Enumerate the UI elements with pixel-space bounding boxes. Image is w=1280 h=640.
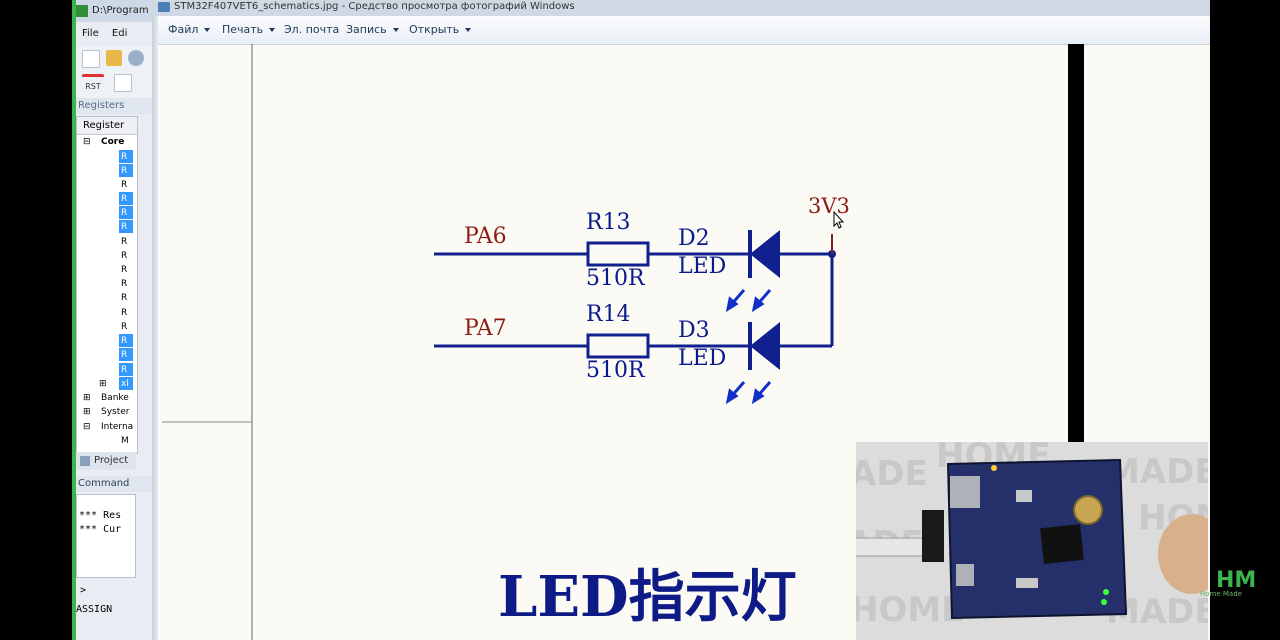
menu-file[interactable]: File: [82, 28, 99, 39]
tree-leaf-r7[interactable]: R: [121, 251, 128, 261]
ide-toolbar: RST: [72, 46, 152, 98]
tree-leaf-r12[interactable]: R: [121, 322, 128, 332]
ide-window: D:\Program File Edi RST Registers Regist…: [72, 0, 152, 640]
tree-leaf-xpsr[interactable]: ⊞ xl: [77, 377, 137, 391]
menu-print[interactable]: Печать: [222, 16, 276, 44]
command-line: *** Cur: [79, 524, 122, 535]
dev-board-photo: [856, 458, 1208, 620]
menu-file[interactable]: Файл: [168, 16, 211, 44]
chevron-down-icon: [269, 28, 276, 32]
image-canvas[interactable]: PA6 PA7 R13 510R R14 510R D2 LED D3 LED …: [158, 44, 1210, 640]
chevron-down-icon: [204, 28, 211, 32]
viewer-title-bar[interactable]: STM32F407VET6_schematics.jpg - Средство …: [152, 0, 1210, 16]
tree-leaf-r3[interactable]: R: [77, 192, 137, 206]
camera-inset: ADE HOME MADE HOM ADE HOME MADE: [856, 442, 1208, 640]
tree-leaf-pc[interactable]: R: [77, 363, 137, 377]
tree-leaf-r2[interactable]: R: [121, 180, 128, 190]
schematic-drawing: [162, 44, 1084, 640]
menu-open[interactable]: Открыть: [409, 16, 472, 44]
photo-viewer-icon: [158, 2, 170, 12]
resistor-r13-value: 510R: [586, 266, 645, 291]
net-label-pa6: PA6: [464, 224, 507, 249]
photo-viewer-window: STM32F407VET6_schematics.jpg - Средство …: [152, 0, 1210, 640]
assign-label: ASSIGN: [76, 604, 113, 615]
led-d2-emission-arrows: [725, 289, 772, 313]
project-tab[interactable]: Project: [76, 452, 136, 470]
project-icon: [80, 456, 90, 466]
schematic-title: LED指示灯: [498, 564, 797, 630]
expand-icon[interactable]: ⊞: [83, 407, 91, 417]
tree-leaf-r5[interactable]: R: [77, 220, 137, 234]
window-border: [72, 0, 76, 640]
chevron-down-icon: [465, 28, 472, 32]
viewer-title-text: STM32F407VET6_schematics.jpg - Средство …: [174, 1, 575, 12]
tree-leaf-r8[interactable]: R: [121, 265, 128, 275]
led-d3-name: D3: [678, 318, 710, 343]
app-icon: [76, 5, 88, 17]
resistor-r14-value: 510R: [586, 358, 645, 383]
led-d3-type: LED: [678, 346, 727, 371]
open-folder-icon[interactable]: [106, 50, 122, 66]
new-file-icon[interactable]: [82, 50, 100, 68]
ide-title-text: D:\Program: [92, 5, 149, 16]
channel-logo-sub: Home Made: [1200, 590, 1242, 598]
resistor-r14-name: R14: [586, 302, 631, 327]
registers-tree: Register ⊟ Core R R R R R R R R R R R R …: [76, 116, 138, 454]
net-label-pa7: PA7: [464, 316, 507, 341]
expand-icon[interactable]: ⊞: [83, 393, 91, 403]
tree-node-core[interactable]: ⊟ Core: [77, 135, 137, 149]
tree-leaf-r11[interactable]: R: [121, 308, 128, 318]
tree-label-core: Core: [101, 137, 125, 147]
menu-edit[interactable]: Edi: [111, 28, 128, 39]
doc-icon[interactable]: [114, 74, 132, 92]
led-d2-name: D2: [678, 226, 710, 251]
menu-burn[interactable]: Запись: [346, 16, 399, 44]
viewer-left-border: [152, 16, 158, 640]
hand-cursor-icon: [833, 210, 845, 229]
sheet-frame-bar: [1068, 44, 1084, 442]
chevron-down-icon: [392, 28, 399, 32]
command-panel-title: Command: [72, 476, 152, 492]
command-line: *** Res: [79, 510, 122, 521]
tree-leaf-r10[interactable]: R: [121, 293, 128, 303]
resistor-r13: [586, 241, 650, 267]
led-d2-type: LED: [678, 254, 727, 279]
tree-leaf-r6[interactable]: R: [121, 237, 128, 247]
expand-icon[interactable]: ⊞: [99, 379, 107, 389]
run-icon[interactable]: [128, 50, 144, 66]
tree-node-banked[interactable]: ⊞ Banke: [83, 393, 129, 403]
tree-leaf-r4[interactable]: R: [77, 206, 137, 220]
command-input[interactable]: >: [80, 585, 87, 596]
tree-leaf-r9[interactable]: R: [121, 279, 128, 289]
led-d3-emission-arrows: [725, 381, 772, 405]
command-output: *** Res *** Cur: [76, 494, 136, 578]
reset-button[interactable]: RST: [82, 74, 104, 93]
tree-leaf-sp[interactable]: R: [77, 334, 137, 348]
tree-leaf-lr[interactable]: R: [77, 348, 137, 362]
collapse-icon[interactable]: ⊟: [83, 422, 91, 432]
tree-leaf-mode[interactable]: M: [121, 436, 129, 446]
ide-title-bar[interactable]: D:\Program: [72, 0, 152, 22]
tree-node-system[interactable]: ⊞ Syster: [83, 407, 130, 417]
channel-logo: HM: [1216, 568, 1257, 593]
resistor-r13-name: R13: [586, 210, 631, 235]
resistor-r14: [586, 333, 650, 359]
led-d3-symbol: [750, 322, 780, 370]
viewer-command-bar: Файл Печать Эл. почта Запись Открыть: [152, 16, 1210, 45]
menu-email[interactable]: Эл. почта: [284, 23, 340, 36]
registers-panel-title: Registers: [72, 98, 152, 114]
tree-leaf-r1[interactable]: R: [77, 164, 137, 178]
tree-leaf-r0[interactable]: R: [77, 150, 137, 164]
collapse-icon[interactable]: ⊟: [83, 137, 91, 147]
led-d2-symbol: [750, 230, 780, 278]
supply-label-3v3: 3V3: [808, 194, 850, 218]
register-column-header[interactable]: Register: [77, 117, 137, 135]
ide-menu-bar: File Edi: [72, 24, 152, 44]
tree-node-internal[interactable]: ⊟ Interna: [83, 422, 134, 432]
